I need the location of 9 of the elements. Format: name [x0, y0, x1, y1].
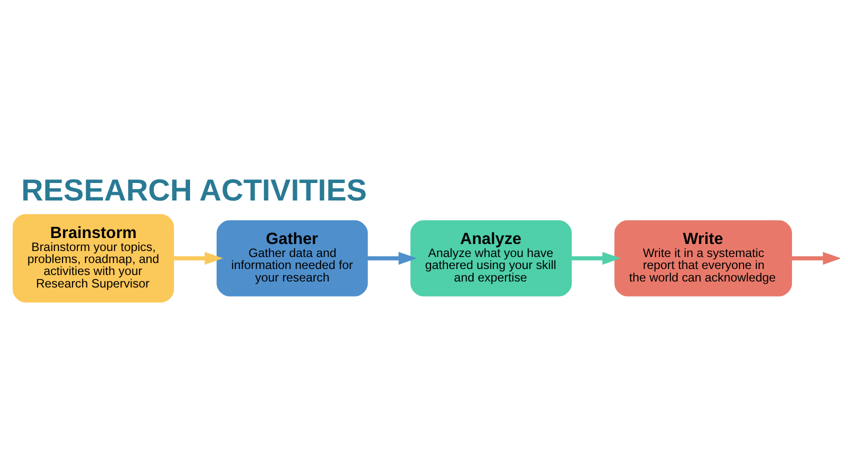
- arrow: [173, 251, 223, 264]
- arrow: [791, 251, 840, 264]
- diagram-title: RESEARCH ACTIVITIES: [20, 172, 366, 207]
- arrow: [571, 251, 620, 264]
- node-box: Analyze Analyze what you have gathered using your skill and expertise: [410, 220, 572, 296]
- node-box: Brainstorm Brainstorm your topics, problems, roadmap, and activities with your Research Supervisor: [12, 214, 174, 302]
- arrow: [366, 251, 416, 264]
- node-box: Write Write it in a systematic report that everyone in the world can acknowledge: [614, 220, 792, 296]
- node-box: Gather Gather data and information needed for your research: [216, 220, 368, 296]
